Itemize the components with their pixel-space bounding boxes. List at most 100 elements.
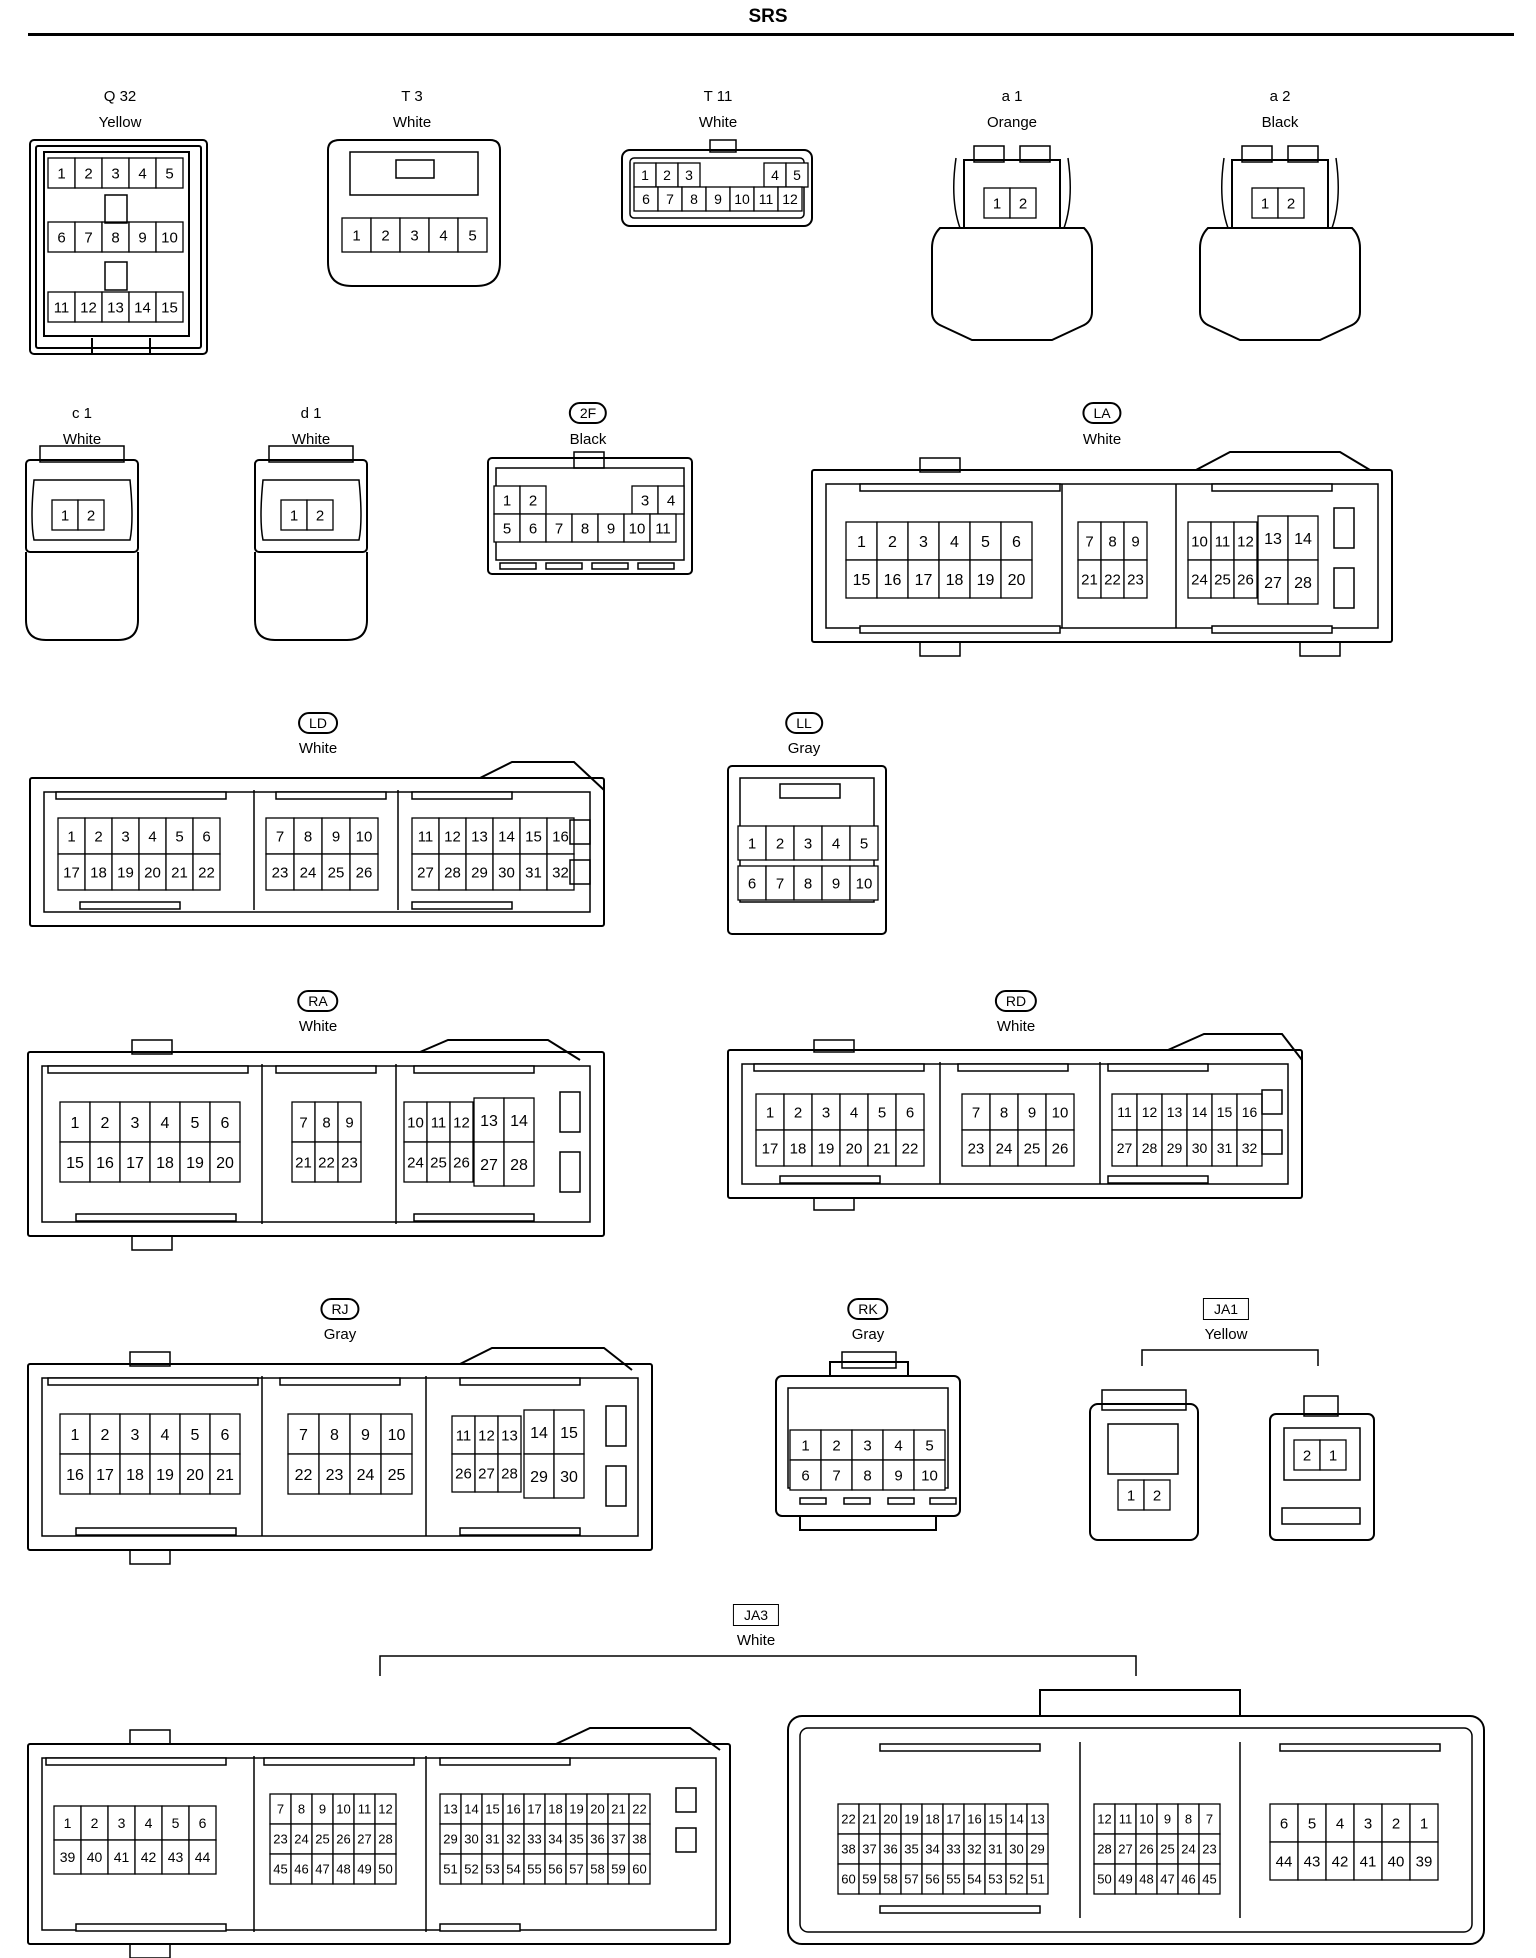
pin-number: 27 [478,1465,495,1482]
pin-number: 1 [57,165,65,182]
pin-number: 15 [853,572,871,589]
connector-color-t11: White [698,114,738,131]
pin-number: 15 [161,299,178,316]
connector-code-rk: RK [847,1298,889,1320]
housing-outline [25,459,139,553]
housing-outline [573,451,605,469]
latch-bar [753,1063,925,1072]
pin-number: 13 [107,299,124,316]
pin-cell [839,1129,869,1167]
pin-cell [209,1101,241,1143]
pin-number: 35 [904,1842,918,1857]
housing-outline [379,1655,1137,1676]
connector-color-ja1: Yellow [1204,1326,1248,1343]
pin-number: 10 [336,1802,350,1817]
pin-number: 56 [925,1872,939,1887]
pin-number: 3 [822,1104,830,1121]
pin-number: 11 [655,520,671,537]
pin-number: 22 [632,1802,646,1817]
pin-cell [938,559,971,599]
pin-number: 47 [315,1862,329,1877]
latch-bar [439,1923,521,1932]
pin-number: 5 [468,227,476,244]
pin-cell [287,1453,320,1495]
connector-color-a2: Black [1261,114,1299,131]
pin-number: 3 [131,1427,140,1444]
pin-cell [101,221,130,253]
housing-outline [813,1039,855,1053]
pin-cell [1319,1439,1347,1471]
housing-outline [931,227,1093,341]
pin-number: 54 [967,1872,981,1887]
pin-number: 2 [776,835,784,852]
pin-number: 6 [57,229,65,246]
pin-number: 53 [485,1862,499,1877]
pin-number: 43 [168,1849,184,1865]
pin-cell [553,1453,585,1499]
connector-code-ja3: JA3 [732,1604,780,1626]
pin-cell [821,825,851,861]
pin-number: 27 [1118,1842,1132,1857]
pin-cell [849,865,879,901]
pin-cell [597,513,625,543]
pin-number: 18 [90,864,107,881]
pin-number: 2 [1392,1815,1400,1832]
pin-number: 18 [790,1140,807,1157]
pin-number: 14 [464,1802,478,1817]
pin-number: 3 [410,227,418,244]
pin-number: 10 [356,828,373,845]
pin-number: 51 [443,1862,457,1877]
pin-number: 14 [510,1113,528,1130]
pin-number: 9 [319,1802,326,1817]
latch-bar [1279,1743,1441,1752]
pin-number: 30 [498,864,515,881]
pin-number: 9 [138,229,146,246]
pin-number: 45 [1202,1872,1216,1887]
pin-number: 21 [1081,571,1098,588]
pin-number: 23 [968,1140,985,1157]
latch-bar [275,791,387,800]
pin-number: 7 [666,191,674,207]
pin-number: 38 [841,1842,855,1857]
pin-number: 14 [530,1425,548,1442]
pin-number: 20 [186,1467,204,1484]
pin-number: 13 [501,1427,518,1444]
pin-cell [349,1453,382,1495]
pin-number: 26 [453,1154,470,1171]
pin-number: 2 [888,534,897,551]
pin-cell [519,485,547,515]
pin-number: 1 [1261,195,1269,212]
connector-code-2f: 2F [568,402,608,424]
pin-cell [493,513,521,543]
latch-bar [47,1377,259,1386]
pin-cell [380,1453,413,1495]
housing-outline [569,859,591,885]
connector-code-rd: RD [994,990,1038,1012]
latch-bar [957,1063,1069,1072]
pin-cell [53,1839,82,1875]
pin-number: 1 [1329,1447,1337,1464]
housing-outline [1333,507,1355,549]
latch-bar [1211,625,1333,634]
connector-color-2f: Black [569,431,607,448]
pin-number: 16 [506,1802,520,1817]
pin-number: 26 [1052,1140,1069,1157]
latch-bar [275,1065,377,1074]
pin-number: 54 [506,1862,520,1877]
pin-cell [657,485,685,515]
pin-number: 55 [946,1872,960,1887]
pin-number: 28 [501,1465,518,1482]
